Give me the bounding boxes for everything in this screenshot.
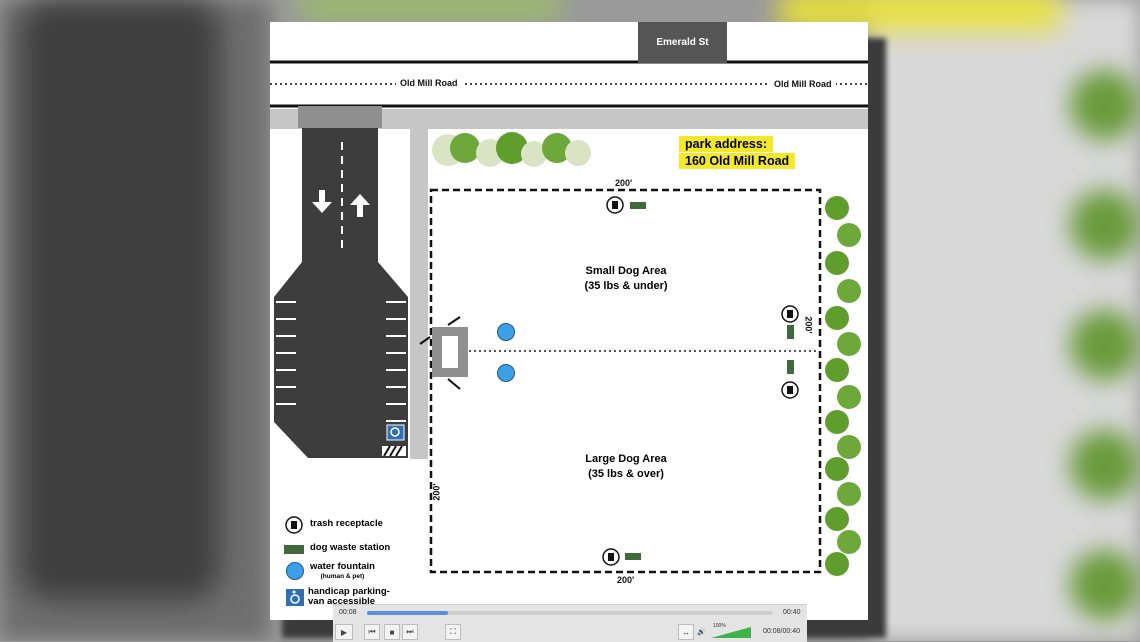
legend-fountain-text: water fountain (human & pet) [310,562,375,582]
fountain-icon [497,364,515,382]
fullscreen-icon[interactable]: ⛶ [445,624,461,640]
volume-slider[interactable]: 100% [709,623,753,639]
trash-icon [781,381,799,399]
arrow-down-icon [312,190,332,213]
duration-time: 00:40 [783,609,801,616]
small-dog-area-label: Small Dog Area (35 lbs & under) [526,264,726,294]
legend-handicap: handicap parking- van accessible [308,587,390,607]
seek-bar[interactable] [367,611,773,615]
legend-handicap-icon [286,589,304,606]
legend-waste-icon [284,545,304,554]
shrub-row [432,132,591,167]
time-readout: 00:08/00:40 [763,628,800,635]
cross-street-label: Emerald St [638,22,727,63]
small-area-weight: (35 lbs & under) [584,280,668,292]
expand-icon[interactable]: ↔ [678,624,694,640]
waste-station-icon [787,360,794,374]
legend-trash: trash receptacle [310,519,383,529]
trash-icon [606,196,624,214]
backdrop-green [300,0,560,20]
backdrop-tree [1070,70,1140,140]
parking-stripes [276,301,406,422]
hatched-access-aisle [382,445,406,457]
legend-handicap-text: handicap parking- van accessible [308,587,390,607]
dimension-left: 200' [431,483,442,501]
address-line-1: park address: [679,136,773,152]
waste-station-icon [787,325,794,339]
legend-trash-text: trash receptacle [310,518,383,529]
legend-fountain-sub: (human & pet) [320,573,365,580]
park-map: Emerald St Old Mill Road Old Mill Road p… [270,22,868,620]
trash-icon [602,548,620,566]
map-drawing [270,60,868,606]
video-player-controls: 00:08 00:40 ▶ ⏮ ■ ⏭ ⛶ ↔ 🔊 100% 00:08/00:… [333,604,807,642]
legend-fountain: water fountain (human & pet) [310,562,375,582]
legend-handicap-line1: handicap parking- [308,586,390,597]
road-label-right: Old Mill Road [770,79,836,89]
small-area-title: Small Dog Area [585,265,667,277]
sidewalk-left [410,109,428,459]
waste-station-icon [625,553,641,560]
play-button[interactable]: ▶ [335,624,353,640]
legend-handicap-line2: van accessible [308,596,376,607]
dimension-top: 200' [615,178,633,188]
volume-icon[interactable]: 🔊 [697,629,706,636]
backdrop-tree [1070,430,1140,500]
large-dog-area-label: Large Dog Area (35 lbs & over) [526,452,726,482]
dimension-bottom: 200' [617,575,635,585]
backdrop-tree [1070,550,1140,620]
large-area-weight: (35 lbs & over) [588,468,664,480]
legend-fountain-icon [286,562,304,580]
seek-progress [367,611,449,615]
dimension-right: 200' [803,316,814,334]
legend-waste: dog waste station [310,543,390,553]
stop-button[interactable]: ■ [384,624,400,640]
gate-icon [419,316,468,390]
road-label-left: Old Mill Road [396,78,462,88]
backdrop-road [20,0,220,600]
fast-forward-button[interactable]: ⏭ [402,624,418,640]
backdrop-tree [1070,310,1140,380]
driveway-apron [298,106,382,128]
legend-trash-icon [285,516,303,534]
backdrop-tree [1070,190,1140,260]
rewind-button[interactable]: ⏮ [364,624,380,640]
trash-icon [781,305,799,323]
parking-lot [274,128,408,458]
volume-level-text: 100% [713,623,726,629]
park-boundary [429,188,822,574]
waste-station-icon [630,202,646,209]
fountain-icon [497,323,515,341]
address-line-2: 160 Old Mill Road [679,153,796,169]
arrow-up-icon [350,194,370,217]
volume-wedge [711,627,751,638]
handicap-icon [386,424,405,441]
legend-fountain-title: water fountain [310,561,375,572]
elapsed-time: 00:08 [339,609,357,616]
tree-row [825,196,861,576]
large-area-title: Large Dog Area [585,453,667,465]
legend-waste-text: dog waste station [310,542,391,553]
